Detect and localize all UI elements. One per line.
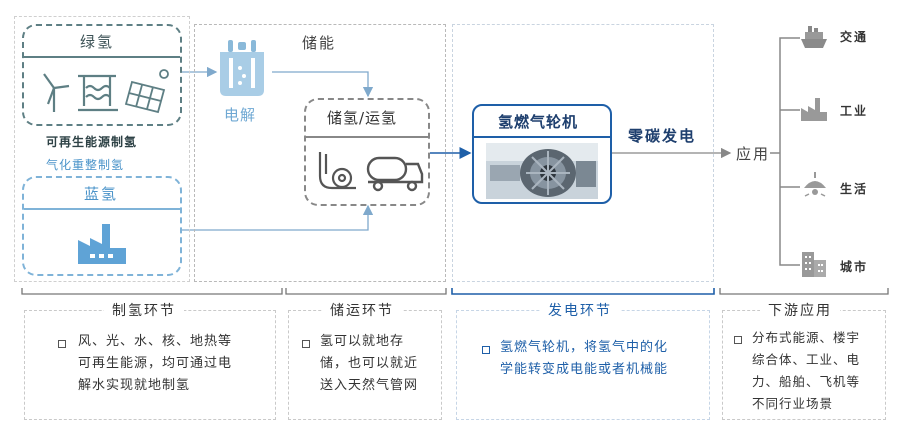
storage-stage-frame	[194, 24, 446, 282]
zero-carbon-label: 零碳发电	[628, 127, 697, 145]
tanker-truck-icon	[366, 156, 424, 192]
ship-icon	[801, 26, 827, 48]
solar-panel-icon	[124, 69, 169, 114]
electrolyzer-icon	[220, 40, 264, 96]
bullet-icon	[734, 336, 742, 344]
factory-icon	[801, 98, 827, 121]
green-hydrogen-box	[22, 24, 182, 126]
section-application-text: 分布式能源、楼宇 综合体、工业、电 力、船舶、飞机等 不同行业场景	[752, 330, 861, 411]
renewable-hydrogen-label: 可再生能源制氢	[46, 135, 138, 149]
section-application-title: 下游应用	[760, 300, 840, 320]
app-city-label: 城市	[840, 260, 869, 274]
section-production-text: 风、光、水、核、地热等 可再生能源，均可通过电 解水实现就地制氢	[78, 334, 233, 393]
section-generation-box	[456, 310, 710, 420]
storage-transport-box	[304, 98, 430, 206]
section-generation-title: 发电环节	[540, 300, 620, 320]
section-storage-title: 储运环节	[322, 300, 402, 320]
section-generation-text: 氢燃气轮机，将氢气中的化 学能转变成电能或者机械能	[500, 340, 669, 377]
turbine-photo	[486, 143, 598, 199]
storage-transport-icons	[318, 152, 424, 192]
factory-icon	[78, 224, 126, 264]
storage-stage-title: 储能	[302, 34, 337, 52]
blue-hydrogen-box	[22, 176, 182, 276]
section-storage-box	[288, 310, 442, 420]
renewable-icons	[43, 69, 169, 114]
bullet-icon	[302, 340, 310, 348]
section-storage-text: 氢可以就地存 储，也可以就近 送入天然气管网	[320, 334, 419, 393]
app-transport-label: 交通	[840, 30, 869, 44]
blue-hydrogen-divider	[24, 208, 180, 210]
green-hydrogen-label: 绿氢	[80, 33, 115, 51]
production-stage-frame	[14, 16, 190, 282]
reforming-hydrogen-label: 气化重整制氢	[46, 158, 125, 172]
bullet-icon	[58, 340, 66, 348]
application-label: 应用	[736, 145, 771, 163]
section-application-box	[722, 310, 886, 420]
gas-turbine-box: 氢燃气轮机	[472, 104, 612, 204]
generation-stage-frame	[452, 24, 714, 282]
bullet-icon	[482, 346, 490, 354]
blue-hydrogen-label: 蓝氢	[84, 185, 119, 203]
app-living-label: 生活	[840, 182, 869, 196]
app-industry-label: 工业	[840, 104, 869, 118]
building-icon	[802, 252, 826, 277]
gas-turbine-label: 氢燃气轮机	[498, 113, 579, 131]
wind-turbine-icon	[43, 73, 70, 112]
green-hydrogen-divider	[24, 56, 180, 58]
storage-transport-label: 储氢/运氢	[327, 109, 398, 127]
lamp-icon	[804, 172, 826, 197]
storage-transport-divider	[306, 136, 428, 138]
section-production-title: 制氢环节	[104, 300, 184, 320]
tank-icon	[318, 152, 356, 190]
electrolysis-label: 电解	[224, 106, 257, 124]
hydro-dam-icon	[78, 74, 118, 112]
